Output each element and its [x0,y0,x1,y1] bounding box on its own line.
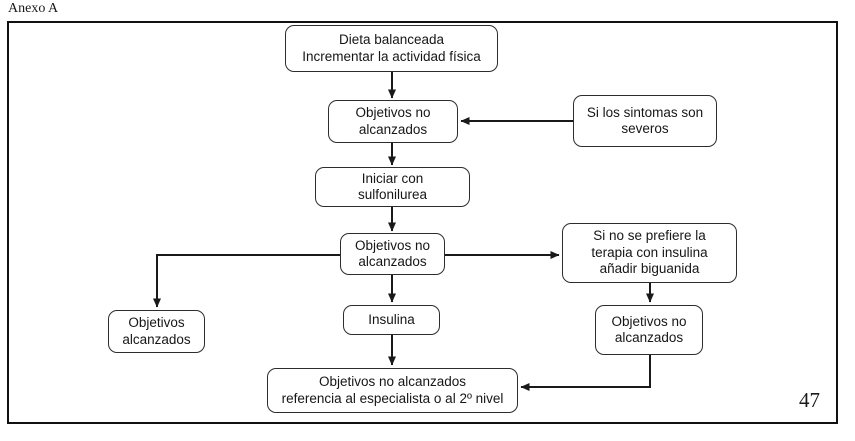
node-insulina: Insulina [343,305,440,335]
node-anadir-biguanida: Si no se prefiere la terapia con insulin… [562,223,737,283]
flowchart-frame [7,21,838,424]
node-dieta-balanceada: Dieta balanceada Incrementar la activida… [285,25,498,72]
node-sintomas-severos: Si los sintomas son severos [573,95,717,147]
page-number: 47 [799,388,820,412]
node-objetivos-no-alcanzados-1: Objetivos no alcanzados [328,100,458,143]
node-referencia-especialista: Objetivos no alcanzados referencia al es… [267,368,518,413]
node-objetivos-no-alcanzados-2: Objetivos no alcanzados [340,233,445,275]
node-objetivos-alcanzados: Objetivos alcanzados [108,310,205,353]
node-objetivos-no-alcanzados-3: Objetivos no alcanzados [595,305,703,355]
annex-label: Anexo A [8,1,59,16]
node-iniciar-sulfonilurea: Iniciar con sulfonilurea [315,167,470,207]
